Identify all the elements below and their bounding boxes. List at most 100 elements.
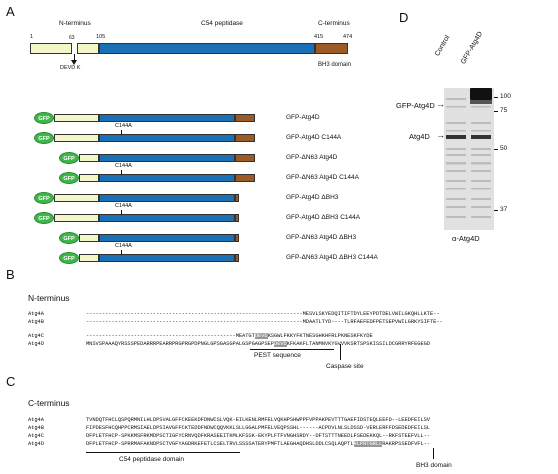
mutation-label: C144A — [115, 123, 132, 129]
bh3-pointer-line — [433, 448, 434, 459]
bh3-domain-label: BH3 domain — [318, 62, 352, 68]
truncated-c-terminus-segment — [235, 234, 239, 242]
mutation-tick — [121, 250, 122, 255]
position-63: 63 — [69, 35, 75, 41]
panel-b-letter: B — [6, 267, 15, 282]
gfp-tag-icon: GFP — [34, 112, 54, 124]
devd-k-label: DEVD K — [60, 65, 81, 71]
construct-row: GFP GFP-Atg4D — [0, 100, 500, 124]
bh3-domain-label: BH3 domain — [416, 462, 452, 469]
gfp-tag-icon: GFP — [59, 232, 79, 244]
sequence: FIPDESFHCQHPPCRMSIAELDPSIAVGFFCKTEDDFNDW… — [86, 425, 430, 431]
construct-name: GFP-Atg4D — [286, 114, 320, 121]
marker-50: 50 — [500, 145, 508, 152]
panel-c-letter: C — [6, 374, 16, 389]
pest-underline — [250, 349, 334, 350]
n-terminus-segment — [54, 134, 99, 142]
n-terminus-segment — [54, 194, 99, 202]
blot-image — [444, 88, 494, 230]
n-terminus-segment — [79, 174, 99, 182]
c54-domain-label: C54 peptidase domain — [119, 456, 185, 463]
mutation-label: C144A — [115, 163, 132, 169]
marker-37: 37 — [500, 206, 508, 213]
construct-name: GFP-Atg4D ΔBH3 C144A — [286, 214, 361, 221]
sequence-name: Atg4B — [28, 425, 44, 431]
mutation-label: C144A — [115, 203, 132, 209]
sequence-name: Atg4B — [28, 319, 44, 325]
c54-segment — [99, 234, 235, 242]
band-label-atg4d: Atg4D — [409, 132, 430, 141]
n-terminus-bar-2 — [77, 43, 99, 54]
c54-segment — [99, 114, 235, 122]
construct-row: GFP GFP-ΔN63 Atg4D — [0, 140, 500, 164]
caspase-pointer-line — [340, 344, 341, 360]
position-105: 105 — [96, 34, 106, 40]
c-terminus-label: C-terminus — [318, 20, 350, 27]
sequence: ----------------------------------------… — [86, 333, 373, 339]
mutation-tick — [121, 170, 122, 175]
band-label-gfp-atg4d: GFP-Atg4D — [396, 101, 435, 110]
gfp-tag-icon: GFP — [59, 252, 79, 264]
c-terminus-alignment: Atg4A TVNDQTFHCLQSPQRMNILHLDPSVALGFFCKEE… — [28, 417, 556, 457]
truncated-c-terminus-segment — [235, 214, 239, 222]
gfp-tag-icon: GFP — [59, 152, 79, 164]
c54-domain-bar — [99, 43, 315, 54]
c54-segment — [99, 214, 235, 222]
sequence-name: Atg4D — [28, 441, 44, 447]
c54-segment — [99, 194, 235, 202]
pest-sequence-label: PEST sequence — [254, 352, 301, 359]
gfp-tag-icon: GFP — [34, 192, 54, 204]
sequence: MNSVSPAAAQYRSSSPEDARRRPEARRPRGPRGPDPNGLG… — [86, 341, 430, 347]
cleavage-arrow-icon — [71, 60, 77, 65]
marker-tick — [494, 149, 498, 150]
n-terminus-segment — [79, 154, 99, 162]
construct-name: GFP-ΔN63 Atg4D — [286, 154, 338, 161]
lane-label-gfp-atg4d: GFP-Atg4D — [460, 30, 485, 66]
antibody-label: α-Atg4D — [452, 234, 480, 243]
c54-underline — [86, 452, 240, 453]
position-474: 474 — [343, 34, 353, 40]
n-terminus-segment — [54, 114, 99, 122]
construct-name: GFP-ΔN63 Atg4D ΔBH3 — [286, 234, 357, 241]
construct-name: GFP-ΔN63 Atg4D ΔBH3 C144A — [286, 254, 378, 261]
bh3-segment — [235, 154, 255, 162]
panel-a-letter: A — [6, 4, 15, 19]
sequence-name: Atg4C — [28, 333, 44, 339]
position-1: 1 — [30, 34, 34, 40]
n-terminus-alignment: Atg4A ----------------------------------… — [28, 311, 556, 371]
c-terminus-title: C-terminus — [28, 398, 70, 408]
c54-segment — [99, 134, 235, 142]
construct-row: GFP GFP-Atg4D ΔBH3 — [0, 180, 500, 204]
construct-row: GFP GFP-ΔN63 Atg4D ΔBH3 — [0, 220, 500, 244]
arrow-right-icon: → — [436, 99, 445, 109]
sequence-name: Atg4D — [28, 341, 44, 347]
sequence-name: Atg4A — [28, 417, 44, 423]
gfp-tag-icon: GFP — [34, 212, 54, 224]
sequence-name: Atg4A — [28, 311, 44, 317]
construct-name: GFP-ΔN63 Atg4D C144A — [286, 174, 359, 181]
bh3-highlight: RLPRTGRLL — [353, 441, 383, 447]
mutation-label: C144A — [115, 243, 132, 249]
n-terminus-label: N-terminus — [59, 20, 91, 27]
bh3-segment — [235, 114, 255, 122]
sequence: ----------------------------------------… — [86, 311, 440, 317]
construct-name: GFP-Atg4D ΔBH3 — [286, 194, 339, 201]
marker-tick — [494, 210, 498, 211]
construct-list: GFP GFP-Atg4D GFP C144A GFP-Atg4D C144A … — [0, 100, 500, 264]
construct-row: GFP C144A GFP-Atg4D ΔBH3 C144A — [0, 200, 500, 224]
n-terminus-segment — [79, 234, 99, 242]
marker-100: 100 — [500, 93, 511, 100]
position-415: 415 — [314, 34, 324, 40]
gfp-tag-icon: GFP — [59, 172, 79, 184]
western-blot: Control GFP-Atg4D — [390, 0, 558, 250]
marker-tick — [494, 97, 498, 98]
marker-75: 75 — [500, 107, 508, 114]
gfp-tag-icon: GFP — [34, 132, 54, 144]
n-terminus-segment — [54, 214, 99, 222]
c-terminus-bar — [315, 43, 348, 54]
marker-tick — [494, 111, 498, 112]
bh3-segment — [235, 174, 255, 182]
mutation-tick — [121, 210, 122, 215]
domain-diagram: N-terminus C54 peptidase C-terminus 1 63… — [0, 0, 558, 100]
construct-row: GFP C144A GFP-ΔN63 Atg4D ΔBH3 C144A — [0, 240, 500, 264]
